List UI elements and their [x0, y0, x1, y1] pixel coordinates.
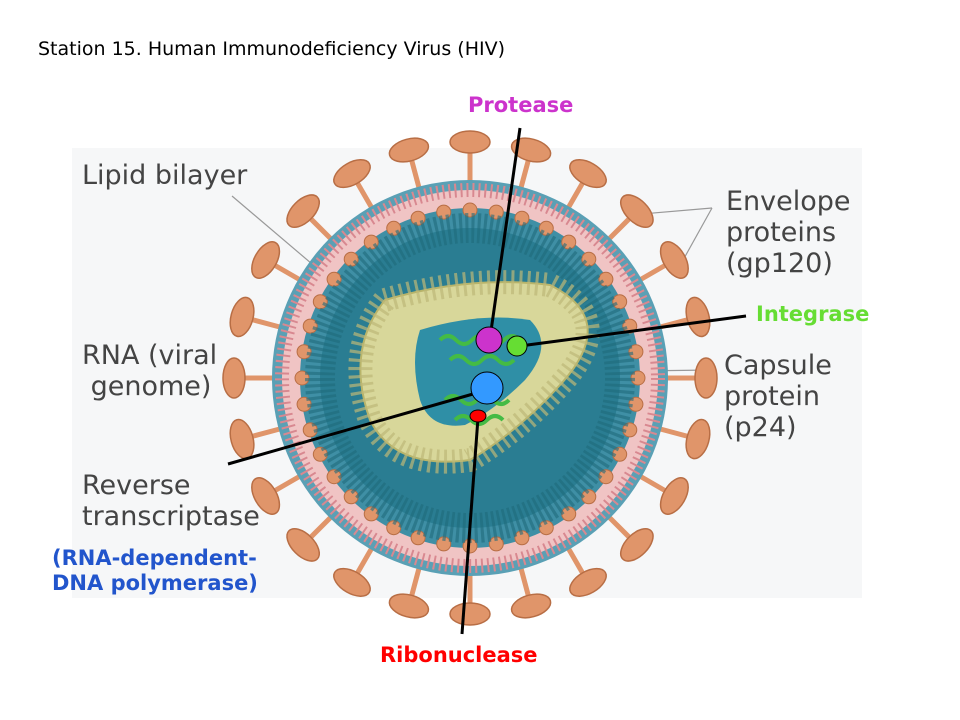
spike-stem	[565, 181, 586, 210]
envelope-spikes	[222, 130, 718, 626]
spike-head	[222, 357, 246, 399]
spike-head	[510, 593, 552, 619]
spike-head	[388, 593, 430, 619]
spike-head	[685, 418, 711, 460]
enzyme-pointer-lines	[227, 127, 747, 635]
core-pattern	[348, 270, 600, 474]
lipid-bilayer-label: Lipid bilayer	[82, 160, 248, 191]
spike-head	[333, 567, 371, 597]
spike-head	[449, 602, 491, 626]
spike-head	[659, 241, 689, 279]
protease-label: Protease	[468, 93, 574, 117]
rna-dependent-label: (RNA-dependent- DNA polymerase)	[52, 546, 258, 595]
spike-stem	[518, 159, 531, 190]
spike-head	[333, 159, 371, 189]
reverse-transcriptase-dot	[470, 371, 504, 405]
spike-head	[286, 527, 321, 562]
spike-head	[685, 296, 711, 338]
protease-dot	[475, 326, 503, 354]
matrix-dot	[612, 294, 628, 310]
page-title: Station 15. Human Immunodeficiency Virus…	[38, 38, 506, 60]
reverse-transcriptase-label: Reverse transcriptase	[82, 470, 260, 532]
spike-head	[619, 527, 654, 562]
spike-head	[229, 296, 255, 338]
rna-strand	[448, 354, 516, 366]
spike-head	[569, 159, 607, 189]
matrix-dot	[312, 294, 328, 310]
spike-stem	[518, 566, 531, 597]
spike-stem	[606, 514, 632, 540]
capsule-protein-label: Capsule protein (p24)	[724, 350, 832, 443]
spike-head	[229, 418, 255, 460]
spike-head	[449, 130, 491, 154]
integrase-label: Integrase	[756, 302, 870, 326]
spike-stem	[606, 216, 632, 242]
spike-stem	[565, 546, 586, 575]
spike-stem	[251, 317, 282, 330]
spike-stem	[354, 181, 375, 210]
spike-stem	[251, 426, 282, 439]
spike-stem	[409, 566, 422, 597]
spike-stem	[308, 514, 334, 540]
lipid-bilayer-pattern	[275, 183, 665, 573]
spike-head	[694, 357, 718, 399]
spike-head	[388, 137, 430, 163]
spike-head	[286, 194, 321, 229]
spike-stem	[308, 216, 334, 242]
spike-head	[659, 477, 689, 515]
spike-stem	[658, 426, 689, 439]
spike-stem	[638, 473, 667, 494]
spike-stem	[409, 159, 422, 190]
matrix-dot	[296, 344, 312, 360]
spike-stem	[273, 262, 302, 283]
spike-head	[569, 567, 607, 597]
spike-stem	[273, 473, 302, 494]
spike-head	[251, 241, 281, 279]
spike-head	[510, 137, 552, 163]
ribonuclease-dot	[469, 409, 487, 423]
integrase-dot	[506, 335, 528, 357]
spike-stem	[638, 262, 667, 283]
spike-stem	[354, 546, 375, 575]
rna-genome-label: RNA (viral genome)	[82, 340, 218, 402]
envelope-proteins-label: Envelope proteins (gp120)	[726, 186, 851, 279]
spike-head	[619, 194, 654, 229]
ribonuclease-label: Ribonuclease	[380, 643, 538, 667]
matrix-dot	[628, 344, 644, 360]
spike-head	[251, 477, 281, 515]
